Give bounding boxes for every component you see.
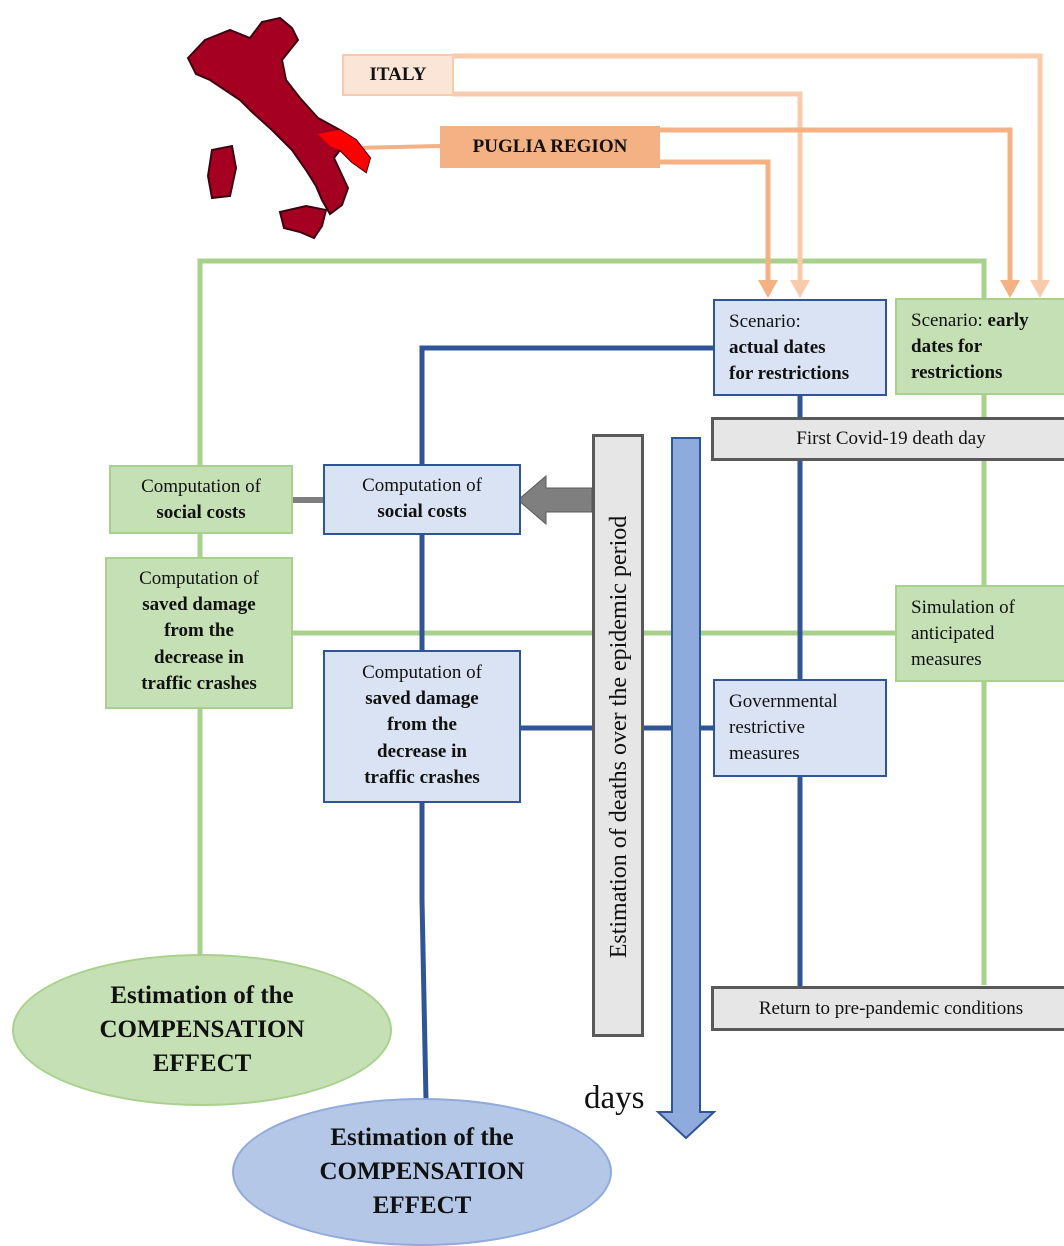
saved-damage-green-line1: Computation of [139,568,259,589]
first-death-text: First Covid-19 death day [796,428,986,449]
compensation-ellipse-blue: Estimation of the COMPENSATION EFFECT [232,1098,612,1246]
saved-damage-blue-line2: saved damage [365,688,479,710]
saved-damage-green-line4: decrease in [154,646,244,668]
simulation-line2: anticipated [911,623,995,645]
simulation-line1: Simulation of [911,597,1015,618]
puglia-arrow-1 [660,127,1013,282]
compensation-green-line3: EFFECT [152,1049,252,1077]
saved-damage-green-line5: traffic crashes [141,672,257,694]
scenario-early-line2: dates for [911,336,983,358]
estimation-deaths-box: Estimation of deaths over the epidemic p… [592,434,644,1037]
governmental-line3: measures [729,743,800,765]
scenario-actual-line2: actual dates [729,337,826,359]
puglia-arrowhead-2 [758,280,778,298]
saved-damage-green-box: Computation of saved damage from the dec… [105,557,293,709]
saved-damage-blue-line1: Computation of [362,662,482,683]
italy-arrowhead-2 [790,280,810,298]
left-block-arrow [517,474,593,526]
scenario-actual-box: Scenario: actual dates for restrictions [713,299,887,396]
estimation-deaths-text: Estimation of deaths over the epidemic p… [606,515,632,959]
saved-damage-blue-line4: decrease in [377,740,467,762]
scenario-early-line3: restrictions [911,362,1003,384]
blue-connector-top [419,345,714,465]
italy-arrowhead-1 [1030,280,1050,298]
italy-label: ITALY [342,54,454,96]
return-text: Return to pre-pandemic conditions [758,998,1024,1019]
simulation-box: Simulation of anticipated measures [895,585,1064,682]
governmental-line2: restrictive [729,717,805,739]
scenario-actual-line3: for restrictions [729,363,850,385]
governmental-box: Governmental restrictive measures [713,679,887,777]
saved-damage-green-line3: from the [164,620,234,642]
compensation-green-line1: Estimation of the [110,982,294,1010]
puglia-map-link [355,144,441,150]
saved-damage-green-line2: saved damage [142,594,256,616]
governmental-line1: Governmental [729,691,838,712]
saved-damage-blue-line3: from the [387,714,457,736]
return-bar: Return to pre-pandemic conditions [711,986,1064,1031]
blue-connector-to-ellipse [419,802,429,1101]
italy-map-icon [186,16,372,240]
compensation-green-line2: COMPENSATION [99,1016,305,1044]
social-costs-blue-line1: Computation of [362,475,482,496]
first-death-bar: First Covid-19 death day [711,417,1064,461]
italy-text: ITALY [369,64,427,85]
scenario-early-prefix: Scenario: [911,310,988,331]
scenario-early-line1: Scenario: early [911,308,1064,334]
green-connector-top [197,258,987,466]
simulation-line3: measures [911,649,982,671]
social-costs-green-box: Computation of social costs [109,465,293,534]
puglia-arrowhead-1 [1000,280,1020,298]
scenario-actual-line1: Scenario: [729,311,801,332]
scenario-early-box: Scenario: early dates for restrictions [895,298,1064,395]
italy-arrow-1 [452,53,1043,282]
social-costs-blue-line2: social costs [377,501,467,523]
italy-arrow-2 [452,91,803,282]
social-costs-green-line1: Computation of [141,476,261,497]
puglia-arrow-2 [660,159,771,282]
social-costs-green-line2: social costs [156,502,246,524]
puglia-label: PUGLIA REGION [440,126,660,168]
saved-damage-blue-line5: traffic crashes [364,766,480,788]
puglia-text: PUGLIA REGION [472,136,628,157]
days-arrow [655,437,717,1140]
compensation-ellipse-green: Estimation of the COMPENSATION EFFECT [12,954,392,1106]
saved-damage-blue-box: Computation of saved damage from the dec… [323,650,521,803]
compensation-blue-line2: COMPENSATION [319,1158,525,1186]
days-label: days [584,1080,645,1116]
compensation-blue-line3: EFFECT [372,1191,472,1219]
compensation-blue-line1: Estimation of the [330,1124,514,1152]
scenario-early-emphasis: early [987,310,1029,331]
social-costs-blue-box: Computation of social costs [323,464,521,535]
